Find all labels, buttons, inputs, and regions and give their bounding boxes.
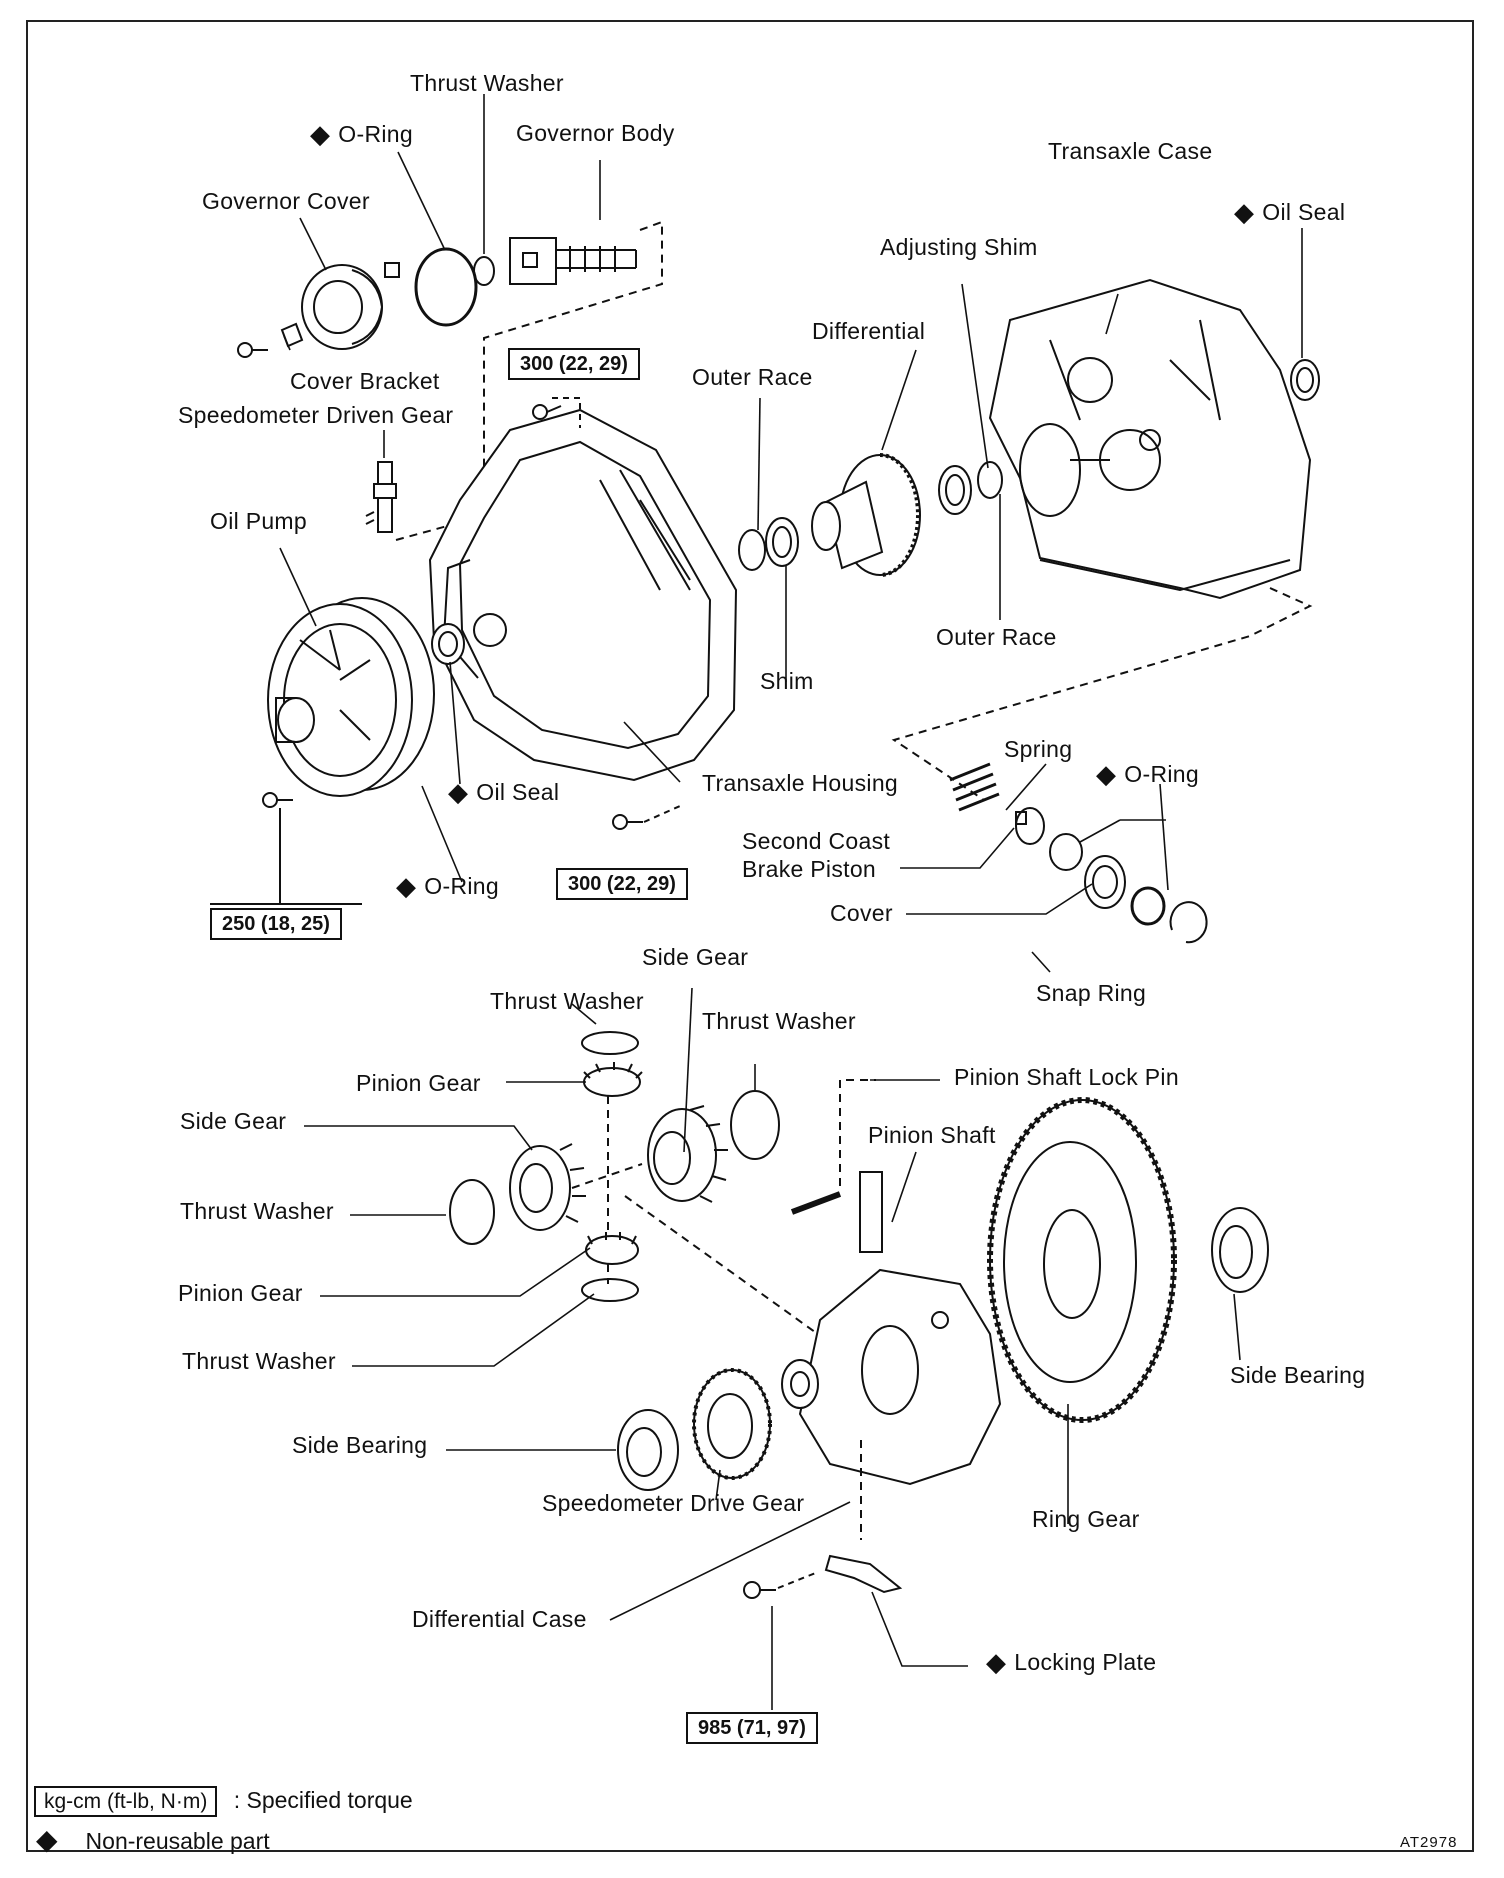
side-gear-left-part	[509, 1143, 586, 1231]
bolt-cover-part	[237, 342, 268, 358]
thrust-washer-top-part	[581, 1031, 639, 1055]
legend-nonreusable-desc: Non-reusable part	[85, 1828, 270, 1854]
label-locking-plate: Locking Plate	[986, 1648, 1156, 1674]
legend-torque-box: kg-cm (ft-lb, N·m)	[34, 1786, 218, 1817]
pinion-shaft-part	[859, 1171, 883, 1253]
label-differential: Differential	[812, 318, 926, 344]
ring-gear-part	[987, 1097, 1177, 1423]
speedometer-driven-gear-part	[365, 461, 397, 533]
label-second-coast-1: Second Coast	[742, 828, 891, 854]
locking-plate-part	[824, 1554, 903, 1594]
label-differential-case: Differential Case	[412, 1606, 587, 1632]
outer-race-right-part	[938, 465, 972, 515]
pinion-gear-bottom-part	[585, 1232, 639, 1265]
label-transaxle-housing: Transaxle Housing	[702, 770, 899, 796]
oil-seal-housing-part	[431, 623, 465, 665]
label-side-gear-top: Side Gear	[642, 944, 749, 970]
figure-frame	[26, 20, 1474, 1852]
label-cover-bracket: Cover Bracket	[290, 368, 440, 394]
bolt-pump-part	[262, 792, 293, 808]
label-outer-race-top: Outer Race	[692, 364, 813, 390]
adjusting-shim-part	[977, 461, 1003, 499]
shim-part	[738, 529, 766, 571]
governor-clip-part	[384, 262, 400, 278]
nonreusable-diamond-icon: ◆	[36, 1824, 58, 1855]
legend-torque: kg-cm (ft-lb, N·m) : Specified torque	[34, 1786, 413, 1817]
transaxle-housing-part	[428, 408, 738, 782]
label-side-gear-left: Side Gear	[180, 1108, 287, 1134]
label-pinion-shaft-lock-pin: Pinion Shaft Lock Pin	[954, 1064, 1179, 1090]
label-side-bearing-right: Side Bearing	[1230, 1362, 1366, 1388]
differential-assembly-part	[811, 453, 921, 577]
label-side-bearing-left: Side Bearing	[292, 1432, 428, 1458]
label-shim: Shim	[760, 668, 814, 694]
side-gear-right-part	[647, 1105, 728, 1203]
torque-diff-case: 985 (71, 97)	[686, 1712, 818, 1744]
side-bearing-right-part	[1211, 1207, 1269, 1293]
snap-ring-part	[1169, 901, 1208, 944]
label-o-ring-governor: O-Ring	[310, 120, 413, 146]
label-thrust-washer-b: Thrust Washer	[702, 1008, 856, 1034]
label-snap-ring: Snap Ring	[1036, 980, 1147, 1006]
torque-housing-top: 300 (22, 29)	[508, 348, 640, 380]
cover-brake-part	[1084, 855, 1126, 909]
label-thrust-washer-c: Thrust Washer	[180, 1198, 334, 1224]
label-ring-gear: Ring Gear	[1032, 1506, 1140, 1532]
governor-cover-part	[301, 264, 384, 350]
thrust-washer-right-part	[730, 1090, 780, 1160]
label-pinion-shaft: Pinion Shaft	[868, 1122, 996, 1148]
thrust-washer-bottom-part	[581, 1278, 639, 1302]
label-oil-pump: Oil Pump	[210, 508, 307, 534]
cover-bracket-part	[280, 322, 304, 348]
torque-oil-pump: 250 (18, 25)	[210, 908, 342, 940]
label-speedometer-drive-gear: Speedometer Drive Gear	[542, 1490, 805, 1516]
speedometer-drive-gear-part	[692, 1368, 772, 1480]
label-o-ring-pump: O-Ring	[396, 872, 499, 898]
bolt-housing-top-part	[532, 404, 562, 420]
differential-case-part	[781, 1268, 1002, 1486]
label-pinion-gear-bottom: Pinion Gear	[178, 1280, 303, 1306]
label-governor-cover: Governor Cover	[202, 188, 370, 214]
label-cover-brake: Cover	[830, 900, 893, 926]
governor-body-part	[509, 237, 637, 285]
second-coast-brake-piston-part	[1015, 807, 1045, 845]
spring-part	[949, 762, 1000, 812]
bolt-diff-case-part	[743, 1581, 776, 1599]
label-governor-body: Governor Body	[516, 120, 675, 146]
label-spring: Spring	[1004, 736, 1073, 762]
side-bearing-left-part	[617, 1409, 679, 1491]
legend-torque-desc: : Specified torque	[233, 1787, 413, 1813]
pinion-gear-top-part	[583, 1062, 643, 1097]
oil-seal-case-part	[1290, 359, 1320, 401]
label-thrust-washer-a: Thrust Washer	[490, 988, 644, 1014]
label-transaxle-case: Transaxle Case	[1048, 138, 1213, 164]
label-outer-race-bottom: Outer Race	[936, 624, 1057, 650]
bolt-housing-bottom-part	[612, 814, 643, 830]
label-adjusting-shim: Adjusting Shim	[880, 234, 1038, 260]
legend-nonreusable: ◆ Non-reusable part	[36, 1826, 270, 1854]
label-speedometer-driven-gear: Speedometer Driven Gear	[178, 402, 454, 428]
label-oil-seal-housing: Oil Seal	[448, 778, 559, 804]
thrust-washer-left-part	[449, 1179, 495, 1245]
o-ring-brake-outer-part	[1049, 833, 1083, 871]
figure-code: AT2978	[1400, 1834, 1458, 1851]
transaxle-case-part	[988, 278, 1312, 600]
label-oil-seal-case: Oil Seal	[1234, 198, 1345, 224]
o-ring-governor-part	[414, 247, 478, 327]
torque-housing-bottom: 300 (22, 29)	[556, 868, 688, 900]
label-thrust-washer-governor: Thrust Washer	[410, 70, 564, 96]
label-thrust-washer-d: Thrust Washer	[182, 1348, 336, 1374]
thrust-washer-governor-part	[473, 256, 495, 286]
label-second-coast-2: Brake Piston	[742, 856, 876, 882]
label-pinion-gear-top: Pinion Gear	[356, 1070, 481, 1096]
label-o-ring-brake: O-Ring	[1096, 760, 1199, 786]
pinion-shaft-lock-pin-part	[790, 1191, 842, 1215]
oil-pump-part	[267, 597, 435, 797]
o-ring-brake-inner-part	[1130, 886, 1166, 926]
outer-race-left-part	[765, 517, 799, 567]
